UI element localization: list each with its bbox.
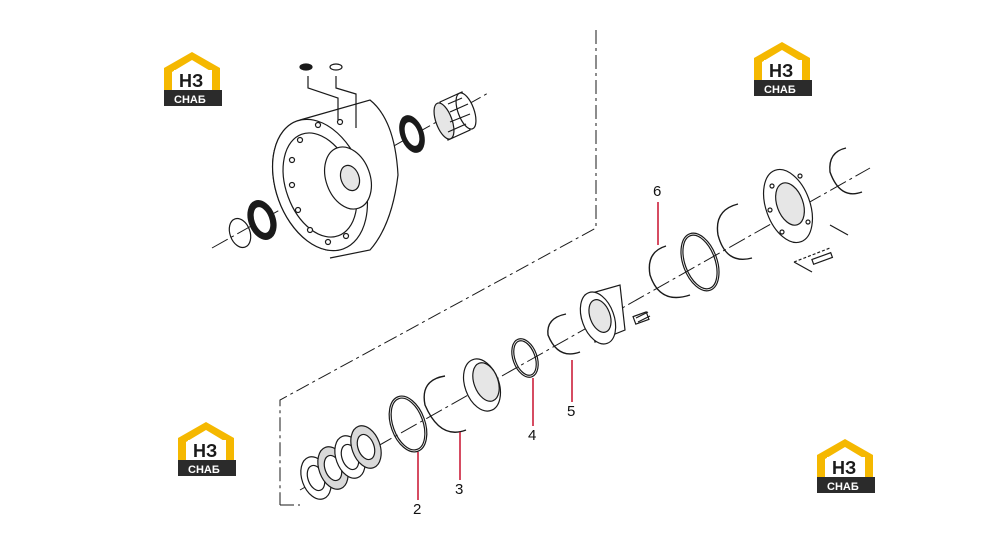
logo-bottom-left: НЗ СНАБ: [178, 422, 236, 476]
oring-large: [680, 232, 720, 292]
logo-top-left: НЗ СНАБ: [164, 52, 222, 106]
cover-bolt: [793, 224, 849, 273]
clutch-disc-pack: [300, 425, 382, 500]
part-5-snap-ring: [547, 313, 581, 355]
end-cover: [762, 168, 814, 244]
piston-ring: [462, 358, 502, 412]
logo-letters: НЗ: [193, 441, 217, 461]
logo-top-right: НЗ СНАБ: [754, 42, 812, 96]
logo-letters: НЗ: [769, 61, 793, 81]
part-3-snap-ring: [423, 375, 467, 433]
logo-caption: СНАБ: [188, 464, 220, 476]
piston-housing: [579, 284, 626, 345]
part-6-snap-ring: [648, 245, 691, 299]
top-bolts: [299, 63, 357, 128]
logo-caption: СНАБ: [827, 481, 859, 493]
small-snap-ring: [228, 217, 252, 249]
callout-5: 5: [567, 403, 575, 420]
dashed-boundary: [279, 30, 597, 506]
callout-lines: [417, 202, 659, 500]
part-4-oring: [511, 338, 539, 378]
logo-caption: СНАБ: [764, 84, 796, 96]
callout-4: 4: [528, 427, 536, 444]
callout-2: 2: [413, 501, 421, 518]
logo-letters: НЗ: [832, 458, 856, 478]
logo-caption: СНАБ: [174, 94, 206, 106]
callout-numbers: 2 3 4 5 6: [413, 183, 661, 518]
callout-3: 3: [455, 481, 463, 498]
callout-6: 6: [653, 183, 661, 200]
end-snap-ring: [829, 147, 863, 195]
needle-bearing: [433, 91, 477, 141]
lower-assembly: [300, 147, 863, 500]
upper-assembly: [228, 63, 477, 259]
spring: [632, 311, 651, 325]
logo-bottom-right: НЗ СНАБ: [817, 439, 875, 493]
part-2-oring: [388, 395, 428, 453]
logo-letters: НЗ: [179, 71, 203, 91]
carrier-housing: [271, 99, 399, 259]
snap-ring-right: [716, 203, 753, 260]
